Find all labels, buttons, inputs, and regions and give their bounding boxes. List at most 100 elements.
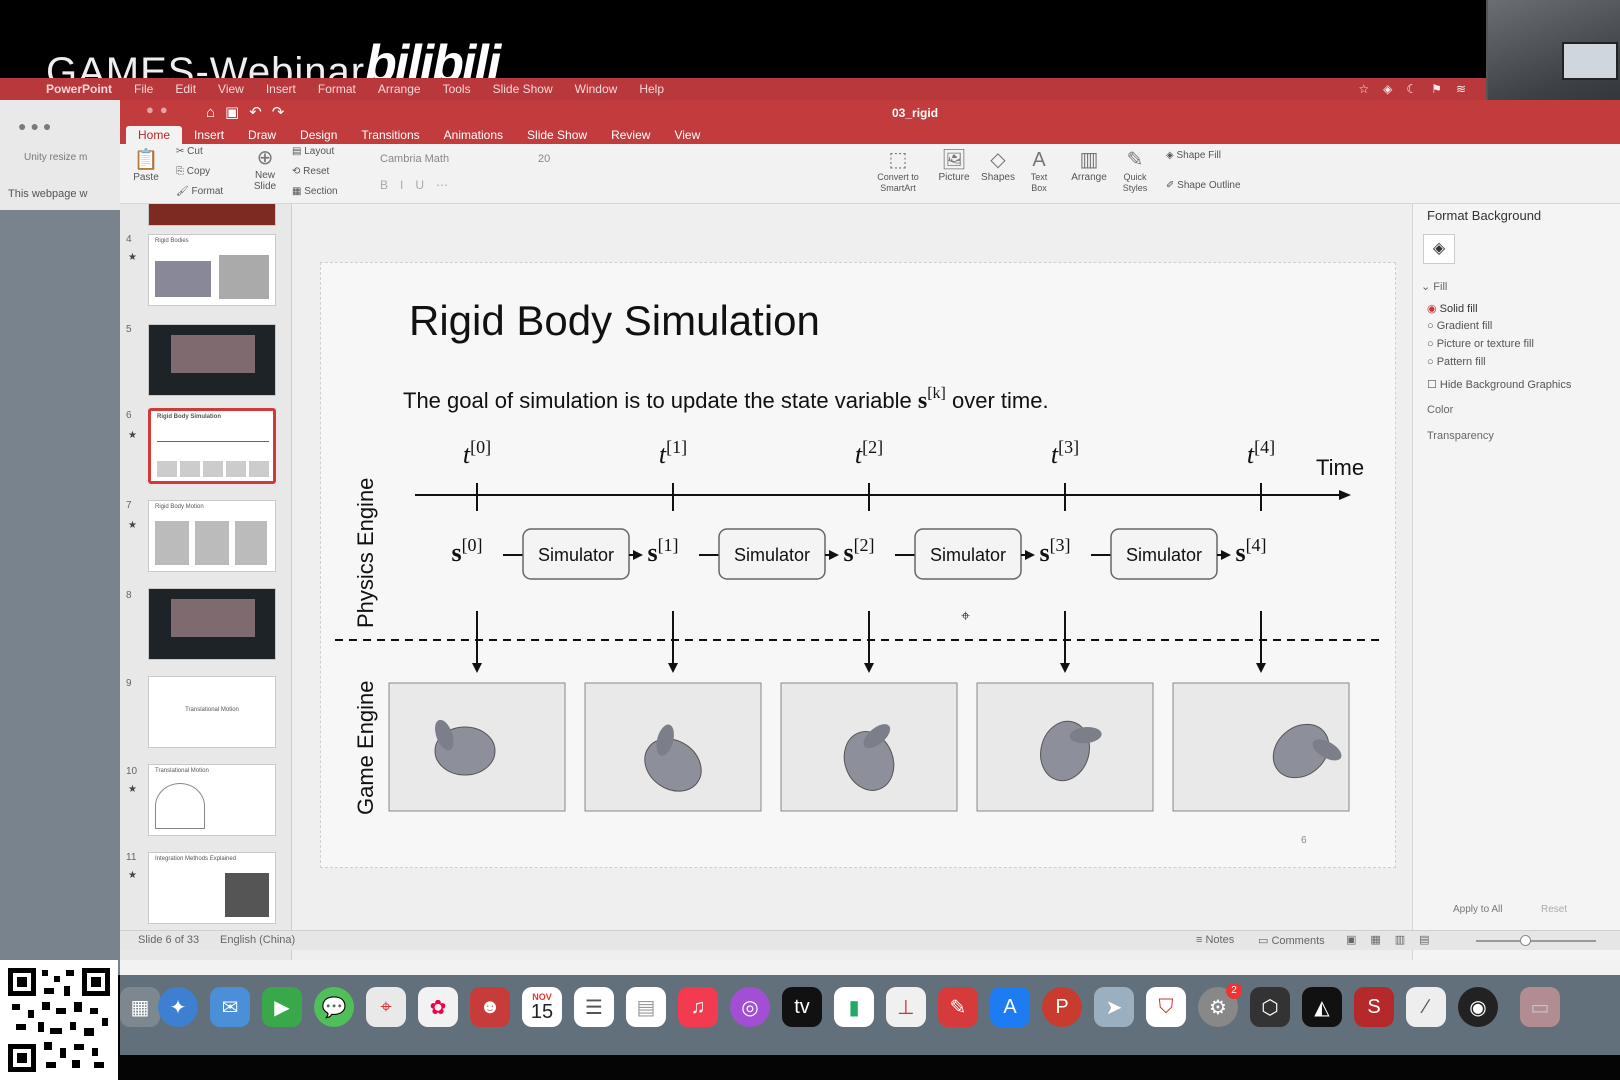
shape-outline-button[interactable]: ✐ Shape Outline [1166,180,1241,191]
quick-access-icons[interactable]: ⌂▣↶↷ [206,104,295,121]
pen-app-icon[interactable]: ∕ [1406,987,1446,1027]
tab-transitions[interactable]: Transitions [361,128,420,142]
shape-fill-button[interactable]: ◈ Shape Fill [1166,150,1221,161]
slide-thumbnail[interactable]: Translational Motion [148,764,276,836]
reset-button[interactable]: ⟲ Reset [292,166,330,177]
menu-edit[interactable]: Edit [175,82,197,96]
radio-picture-fill[interactable]: ○ Picture or texture fill [1427,338,1534,350]
menu-app[interactable]: PowerPoint [46,82,113,96]
language-indicator[interactable]: English (China) [220,934,296,946]
music-icon[interactable]: ♫ [678,987,718,1027]
keynote-icon[interactable]: ⊥ [886,987,926,1027]
shapes-button[interactable]: ◇Shapes [978,148,1018,183]
slide-thumbnail[interactable] [148,324,276,396]
notes-button[interactable]: ≡ Notes [1196,934,1235,946]
arrange-button[interactable]: ▥Arrange [1068,148,1110,183]
notes-app-icon[interactable]: ▤ [626,987,666,1027]
tab-view[interactable]: View [674,128,701,142]
comments-button[interactable]: ▭ Comments [1258,935,1325,947]
tab-home[interactable]: Home [126,126,183,144]
reminders-icon[interactable]: ☰ [574,987,614,1027]
zoom-slider-handle[interactable] [1520,935,1531,946]
maps-icon[interactable]: ⌖ [366,987,406,1027]
apple-tv-icon[interactable]: tv [782,987,822,1027]
unity-icon[interactable]: ◭ [1302,987,1342,1027]
app-store-icon[interactable]: A [990,987,1030,1027]
hide-background-checkbox[interactable]: ☐ Hide Background Graphics [1427,379,1572,391]
numbers-icon[interactable]: ▮ [834,987,874,1027]
launchpad-icon[interactable]: ▦ [120,987,160,1027]
tab-insert[interactable]: Insert [194,128,225,142]
menu-insert[interactable]: Insert [265,82,296,96]
radio-solid-fill[interactable]: ◉ Solid fill [1427,303,1478,315]
menu-slide-show[interactable]: Slide Show [492,82,553,96]
wifi-icon[interactable]: ≋ [1455,82,1466,96]
window-controls-icon[interactable]: ●●● [18,118,56,134]
dropbox-icon[interactable]: ◈ [1383,82,1393,96]
unity-hub-icon[interactable]: ⬡ [1250,987,1290,1027]
mail-icon[interactable]: ✉ [210,987,250,1027]
reset-background-button[interactable]: Reset [1541,904,1568,915]
obs-icon[interactable]: ◉ [1458,987,1498,1027]
tab-draw[interactable]: Draw [248,128,277,142]
slide-thumbnail[interactable]: Rigid Body Motion [148,500,276,572]
format-painter-button[interactable]: 🖌 Format [176,186,224,197]
radio-pattern-fill[interactable]: ○ Pattern fill [1427,356,1486,368]
menu-file[interactable]: File [134,82,154,96]
slide[interactable]: Rigid Body Simulation The goal of simula… [320,262,1396,868]
slide-thumbnail[interactable]: Integration Methods Explained [148,852,276,924]
text-format-icons[interactable]: BIU⋯ [380,178,461,192]
apply-to-all-button[interactable]: Apply to All [1453,904,1503,915]
messages-icon[interactable]: 💬 [314,987,354,1027]
section-button[interactable]: ▦ Section [292,186,338,197]
menu-format[interactable]: Format [317,82,356,96]
tab-slide-show[interactable]: Slide Show [527,128,588,142]
copy-button[interactable]: ⎘ Copy [176,166,211,177]
facetime-icon[interactable]: ▶ [262,987,302,1027]
safari-icon[interactable]: ✦ [158,987,198,1027]
window-controls-icon[interactable]: ●● [146,102,174,117]
convert-smartart-button[interactable]: ⬚Convert to SmartArt [870,148,926,194]
view-buttons[interactable]: ▣▦▥▤ [1346,934,1444,946]
tab-design[interactable]: Design [300,128,338,142]
fill-tab-icon[interactable]: ◈ [1423,234,1455,264]
trash-icon[interactable]: ▭ [1520,987,1560,1027]
slide-thumbnail[interactable] [148,204,276,226]
fill-section-toggle[interactable]: ⌄ Fill [1421,281,1448,293]
slide-thumbnail[interactable]: Rigid Bodies [148,234,276,306]
new-slide-button[interactable]: ⊕New Slide [246,146,284,192]
photos-icon[interactable]: ✿ [418,987,458,1027]
slide-thumbnail[interactable] [148,588,276,660]
cut-button[interactable]: ✂ Cut [176,146,203,157]
contacts-icon[interactable]: ☻ [470,987,510,1027]
menu-view[interactable]: View [218,82,244,96]
paste-button[interactable]: 📋Paste [128,148,164,183]
red-app-icon[interactable]: S [1354,987,1394,1027]
menu-help[interactable]: Help [639,82,665,96]
moon-icon[interactable]: ☾ [1406,82,1418,96]
zoom-slider[interactable] [1476,940,1596,942]
airdrop-icon[interactable]: ➤ [1094,987,1134,1027]
font-size-select[interactable]: 20 [538,153,551,165]
shield-icon[interactable]: ⛉ [1146,987,1186,1027]
browser-tab[interactable]: Unity resize m [24,152,88,163]
slide-thumbnail[interactable]: Translational Motion [148,676,276,748]
menu-arrange[interactable]: Arrange [377,82,421,96]
podcasts-icon[interactable]: ◎ [730,987,770,1027]
pencil-app-icon[interactable]: ✎ [938,987,978,1027]
quick-styles-button[interactable]: ✎Quick Styles [1116,148,1154,194]
layout-button[interactable]: ▤ Layout [292,146,335,157]
menu-tools[interactable]: Tools [442,82,471,96]
font-name-select[interactable]: Cambria Math [380,153,450,165]
tab-review[interactable]: Review [611,128,651,142]
powerpoint-icon[interactable]: P [1042,987,1082,1027]
picture-button[interactable]: 🖼Picture [934,148,974,183]
star-icon[interactable]: ☆ [1358,82,1370,96]
menu-window[interactable]: Window [574,82,618,96]
flag-icon[interactable]: ⚑ [1431,82,1442,96]
tab-animations[interactable]: Animations [443,128,504,142]
radio-gradient-fill[interactable]: ○ Gradient fill [1427,320,1493,332]
slide-thumbnail-selected[interactable]: Rigid Body Simulation [148,408,276,484]
